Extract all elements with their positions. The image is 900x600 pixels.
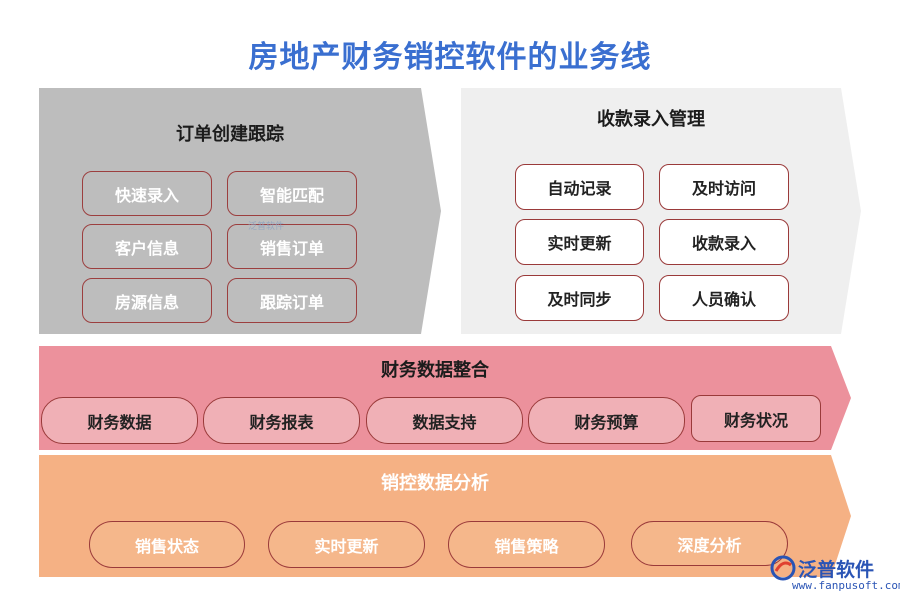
sales-item-deep-analysis: 深度分析 <box>631 521 788 566</box>
finance-item-status: 财务状况 <box>691 395 821 442</box>
payment-item-timely-access: 及时访问 <box>659 164 789 210</box>
page-title: 房地产财务销控软件的业务线 <box>248 40 652 75</box>
sales-band-title: 销控数据分析 <box>381 473 489 494</box>
order-block-title: 订单创建跟踪 <box>176 124 284 145</box>
brand-logo-icon <box>770 555 796 581</box>
payment-item-auto-record: 自动记录 <box>515 164 644 210</box>
brand-logo: 泛普软件 www.fanpusoft.com <box>770 553 900 595</box>
sales-item-status: 销售状态 <box>89 521 245 568</box>
small-watermark: 泛普软件 <box>248 222 285 232</box>
finance-item-budget: 财务预算 <box>528 397 685 444</box>
payment-item-payment-entry: 收款录入 <box>659 219 789 265</box>
payment-item-realtime-update: 实时更新 <box>515 219 644 265</box>
order-item-smart-match: 智能匹配 <box>227 171 357 216</box>
order-item-track-order: 跟踪订单 <box>227 278 357 323</box>
payment-item-timely-sync: 及时同步 <box>515 275 644 321</box>
order-item-property-info: 房源信息 <box>82 278 212 323</box>
finance-item-data-support: 数据支持 <box>366 397 523 444</box>
sales-item-strategy: 销售策略 <box>448 521 605 568</box>
finance-band-title: 财务数据整合 <box>381 360 489 381</box>
payment-block: 收款录入管理 <box>461 88 861 334</box>
payment-block-title: 收款录入管理 <box>597 109 705 130</box>
payment-item-staff-confirm: 人员确认 <box>659 275 789 321</box>
brand-logo-text: 泛普软件 <box>798 559 875 581</box>
sales-item-realtime-update: 实时更新 <box>268 521 425 568</box>
order-item-sales-order: 销售订单 <box>227 224 357 269</box>
order-item-customer-info: 客户信息 <box>82 224 212 269</box>
payment-block-shape <box>461 88 861 334</box>
brand-logo-url: www.fanpusoft.com <box>792 579 900 592</box>
finance-item-reports: 财务报表 <box>203 397 360 444</box>
finance-item-data: 财务数据 <box>41 397 198 444</box>
order-item-quick-entry: 快速录入 <box>82 171 212 216</box>
